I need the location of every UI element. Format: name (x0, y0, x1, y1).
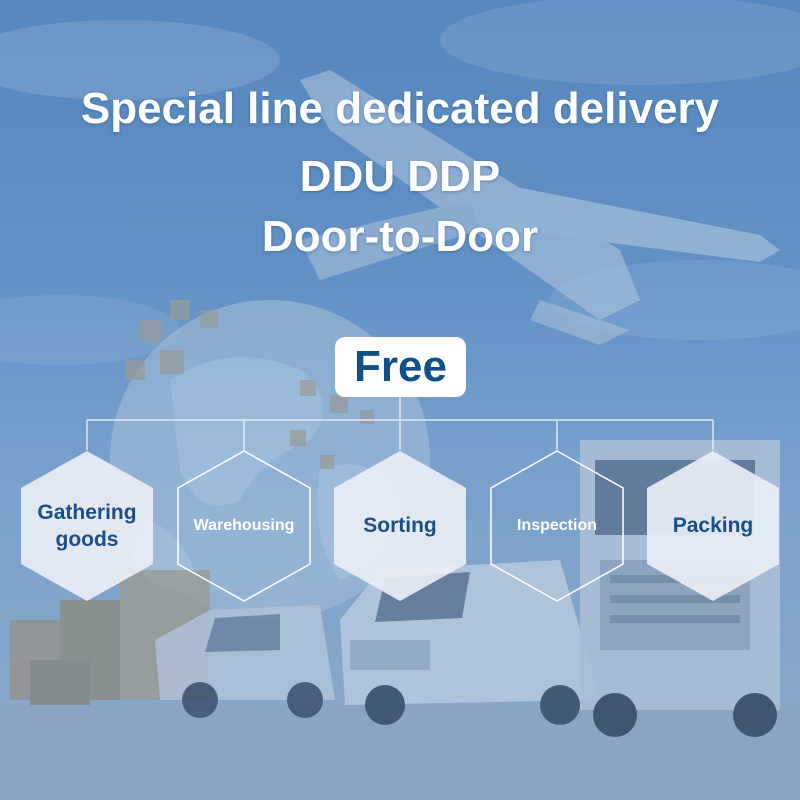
hexagon-shape (334, 451, 466, 601)
free-badge: Free (335, 337, 466, 397)
step-label: Warehousing (194, 516, 295, 537)
step-label-line: Warehousing (193, 516, 295, 534)
hexagon-shape (177, 450, 311, 602)
step-label: Sorting (363, 512, 437, 539)
step-label-line: Packing (672, 514, 754, 538)
hexagon-shape (647, 451, 779, 601)
step-label: Inspection (517, 516, 597, 537)
step-hexagon: Sorting (333, 450, 467, 602)
van-icon (155, 605, 335, 718)
step-hexagon: Packing (646, 450, 780, 602)
headline-line-2: DDU DDP (299, 152, 501, 201)
headline-line-1: Special line dedicated delivery (80, 84, 720, 133)
step-label-line: Sorting (363, 514, 437, 538)
step-label-line: goods (55, 528, 119, 551)
headline-line-3: Door-to-Door (261, 212, 539, 261)
step-label-line: Inspection (516, 516, 597, 534)
hexagon-shape (490, 450, 624, 602)
step-hexagon: Warehousing (177, 450, 311, 602)
step-label: Gathering goods (37, 499, 136, 554)
step-hexagon: Gathering goods (20, 450, 154, 602)
step-label-line: Gathering (37, 500, 137, 524)
airplane-icon (300, 70, 780, 345)
hexagon-shape (21, 451, 153, 601)
free-badge-label: Free (354, 342, 447, 391)
step-hexagon: Inspection (490, 450, 624, 602)
step-label: Packing (673, 512, 754, 539)
